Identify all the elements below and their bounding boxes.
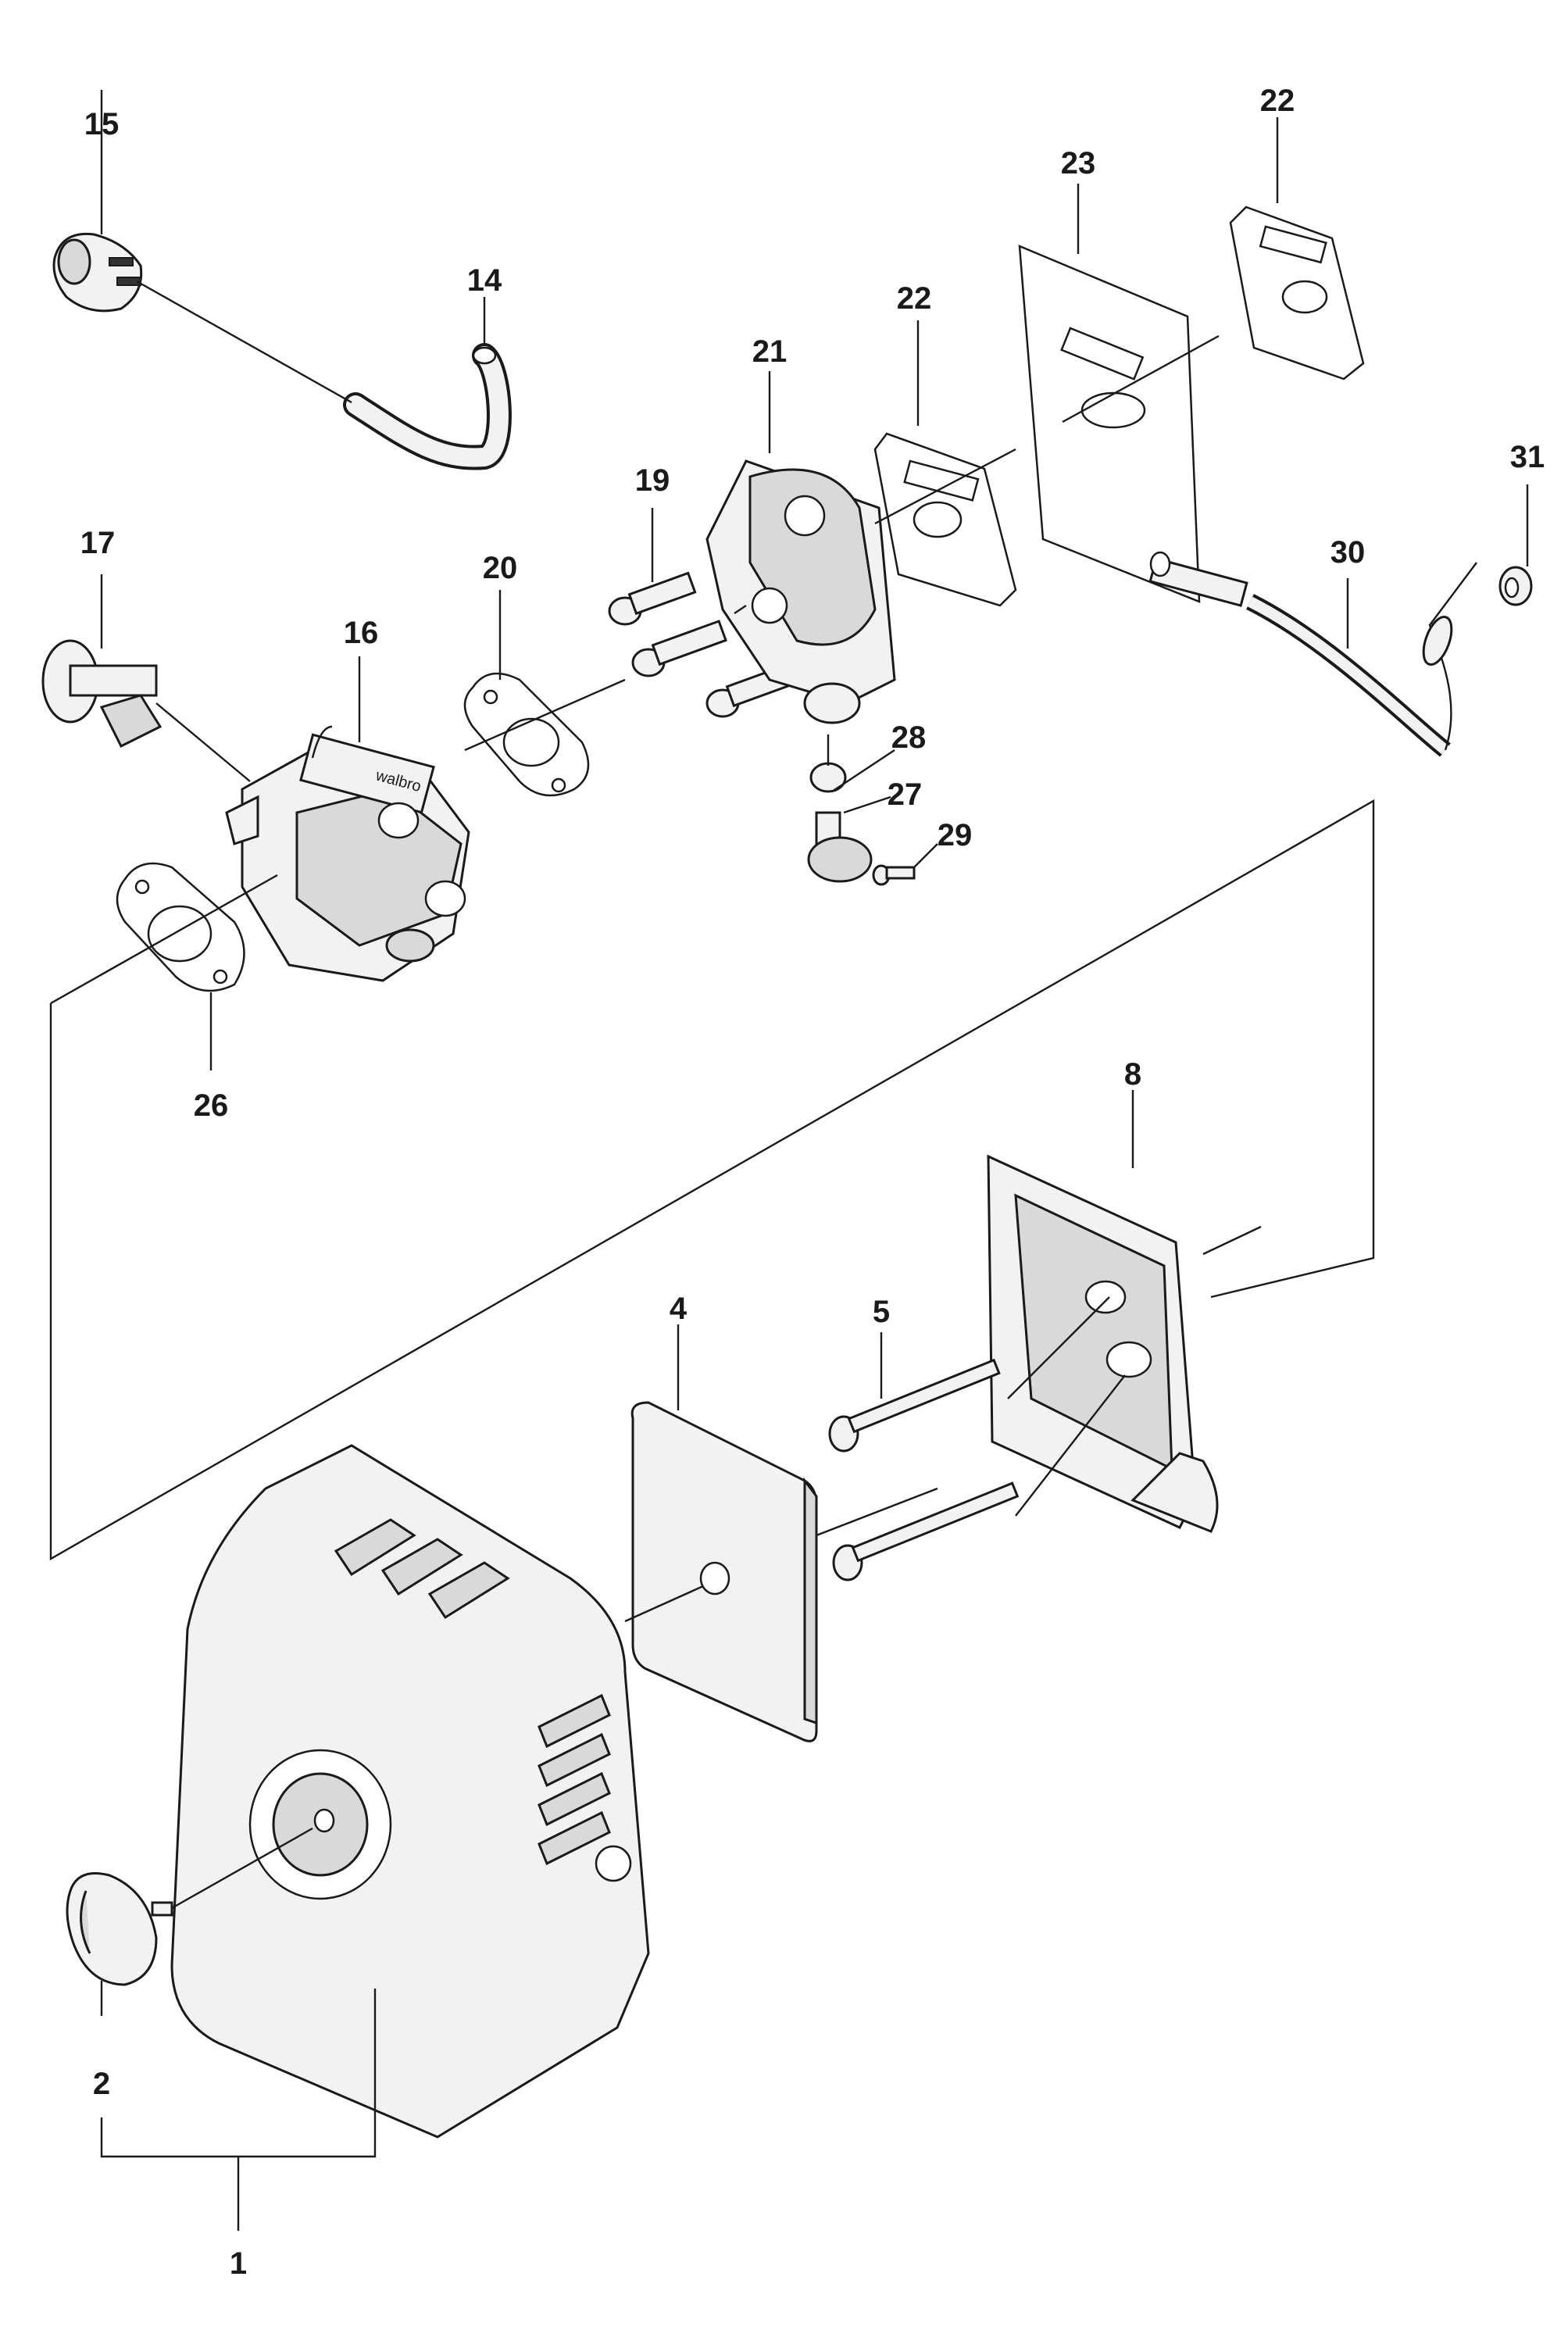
callout-17: 17 xyxy=(80,526,116,560)
part-26-gasket xyxy=(50,862,278,1070)
callout-1: 1 xyxy=(230,2246,247,2281)
callout-26: 26 xyxy=(194,1088,229,1123)
part-8-filter-base xyxy=(987,1090,1219,1533)
part-16-carburetor: walbro xyxy=(225,656,470,982)
callout-15: 15 xyxy=(84,107,120,141)
part-23-gasket-plate xyxy=(1018,184,1220,603)
callout-22-lower: 22 xyxy=(897,281,932,316)
callout-labels: 15 14 22 23 22 21 19 31 30 17 20 16 28 2… xyxy=(80,84,1545,2281)
part-4-air-filter xyxy=(624,1324,938,1742)
part-27-nipple xyxy=(807,795,891,883)
part-30-throttle-cable xyxy=(1148,551,1477,757)
part-29-screw xyxy=(872,843,938,886)
part-15-primer-bulb xyxy=(52,90,143,313)
callout-5: 5 xyxy=(873,1295,890,1329)
part-31-clip xyxy=(1498,484,1533,606)
callout-8: 8 xyxy=(1124,1057,1141,1092)
part-17-choke-knob xyxy=(41,574,251,782)
part-22-gasket-lower xyxy=(873,320,1017,607)
callout-14: 14 xyxy=(467,263,502,298)
callout-21: 21 xyxy=(752,334,788,369)
callout-2: 2 xyxy=(93,2067,110,2101)
assembly-bracket-1 xyxy=(100,2110,377,2231)
part-21-intake-adapter xyxy=(705,371,896,724)
part-5-screws xyxy=(828,1296,1126,1581)
callout-4: 4 xyxy=(670,1292,688,1326)
callout-29: 29 xyxy=(938,818,973,852)
callout-23: 23 xyxy=(1061,146,1096,180)
callout-31: 31 xyxy=(1510,440,1545,474)
callout-27: 27 xyxy=(888,777,923,812)
callout-28: 28 xyxy=(891,720,927,755)
callout-22-upper: 22 xyxy=(1260,84,1295,118)
part-1-filter-cover xyxy=(170,1444,650,2139)
assembly-frame xyxy=(49,799,1375,1561)
part-22-gasket-upper xyxy=(1229,117,1365,381)
part-20-gasket xyxy=(463,590,626,797)
callout-19: 19 xyxy=(635,463,670,498)
part-14-fuel-hose xyxy=(136,280,512,470)
part-2-knob xyxy=(66,1827,313,2016)
callout-16: 16 xyxy=(344,616,379,650)
part-28-nut xyxy=(809,734,895,793)
part-19-screws xyxy=(608,508,795,718)
callout-30: 30 xyxy=(1330,535,1366,570)
callout-20: 20 xyxy=(483,551,518,585)
